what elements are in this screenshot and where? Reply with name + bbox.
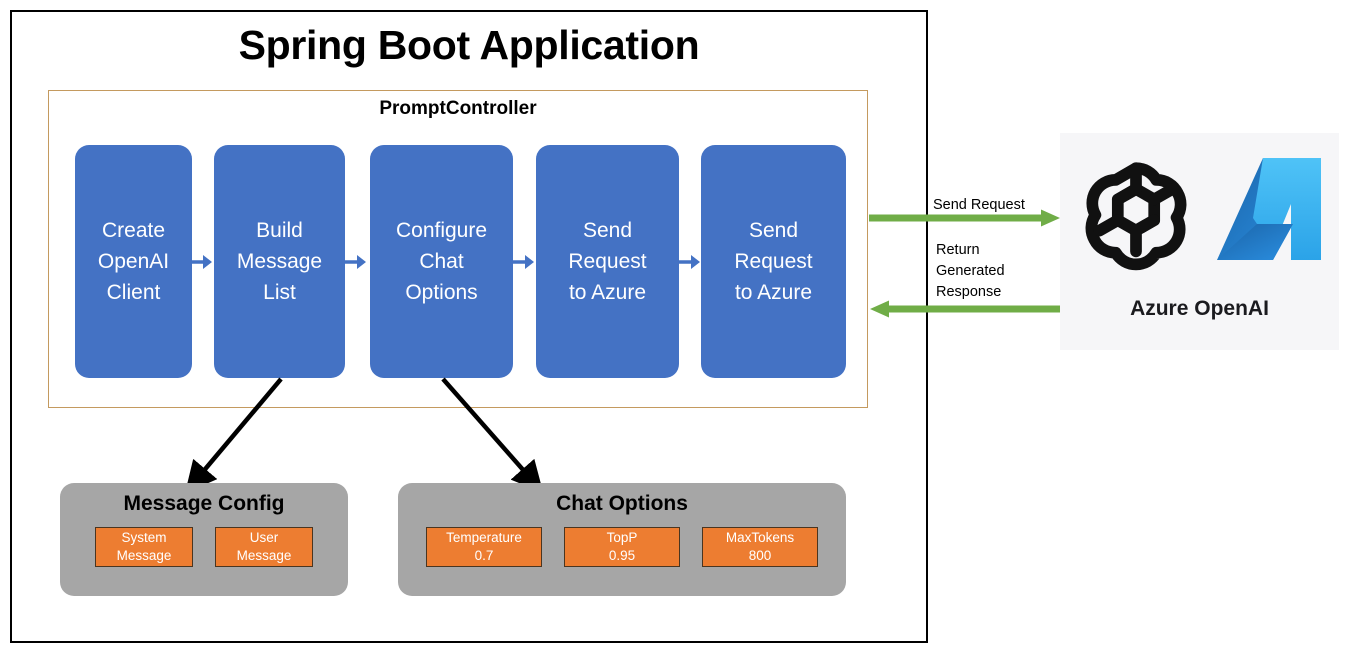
chip-value: 0.7 xyxy=(474,548,494,563)
chip-name: TopP xyxy=(606,530,638,545)
pipeline-step-label: Configure Chat Options xyxy=(395,219,488,304)
send-request-arrow-icon xyxy=(869,209,1061,227)
pipeline-step-create-openai-client[interactable]: Create OpenAI Client xyxy=(75,145,192,378)
azure-openai-service-panel: Azure OpenAI xyxy=(1060,133,1339,350)
pipeline-step-send-request-to-azure-1[interactable]: Send Request to Azure xyxy=(536,145,679,378)
chip-name: Temperature xyxy=(446,530,522,545)
chat-options-panel: Chat Options Temperature 0.7 TopP 0.95 M… xyxy=(398,483,846,596)
chip-name: User xyxy=(249,530,279,545)
chip-temperature[interactable]: Temperature 0.7 xyxy=(426,527,542,567)
message-config-title: Message Config xyxy=(123,492,285,515)
pipeline-step-configure-chat-options[interactable]: Configure Chat Options xyxy=(370,145,513,378)
chip-value: Message xyxy=(116,548,172,563)
chip-value: Message xyxy=(236,548,292,563)
step-connector-arrow-icon xyxy=(191,254,213,270)
azure-logo-icon xyxy=(1207,152,1329,283)
pipeline-step-send-request-to-azure-2[interactable]: Send Request to Azure xyxy=(701,145,846,378)
message-config-panel: Message Config System Message User Messa… xyxy=(60,483,348,596)
pipeline-step-label: Build Message List xyxy=(236,219,323,304)
azure-openai-caption: Azure OpenAI xyxy=(1130,297,1269,320)
return-response-arrow-icon xyxy=(869,300,1061,318)
chip-value: 0.95 xyxy=(608,548,636,563)
chip-name: MaxTokens xyxy=(725,530,795,545)
return-response-label: Return Generated Response xyxy=(936,242,1005,300)
chip-system-message[interactable]: System Message xyxy=(95,527,193,567)
pipeline-step-build-message-list[interactable]: Build Message List xyxy=(214,145,345,378)
step-connector-arrow-icon xyxy=(679,254,701,270)
chip-topp[interactable]: TopP 0.95 xyxy=(564,527,680,567)
chat-options-title: Chat Options xyxy=(556,492,688,515)
step-connector-arrow-icon xyxy=(513,254,535,270)
chip-maxtokens[interactable]: MaxTokens 800 xyxy=(702,527,818,567)
step-connector-arrow-icon xyxy=(345,254,367,270)
pipeline-step-label: Send Request to Azure xyxy=(734,219,813,304)
send-request-label: Send Request xyxy=(933,197,1025,213)
azure-openai-logo-group xyxy=(1071,147,1329,287)
pipeline-step-label: Create OpenAI Client xyxy=(97,219,170,304)
pipeline-step-label: Send Request to Azure xyxy=(568,219,647,304)
prompt-controller-title: PromptController xyxy=(379,98,537,119)
chip-name: System xyxy=(121,530,167,545)
chip-user-message[interactable]: User Message xyxy=(215,527,313,567)
message-config-chip-row: System Message User Message xyxy=(60,527,348,567)
chat-options-chip-row: Temperature 0.7 TopP 0.95 MaxTokens 800 xyxy=(398,527,846,567)
chip-value: 800 xyxy=(748,548,772,563)
openai-logo-icon xyxy=(1071,150,1201,285)
page-title: Spring Boot Application xyxy=(238,22,700,68)
